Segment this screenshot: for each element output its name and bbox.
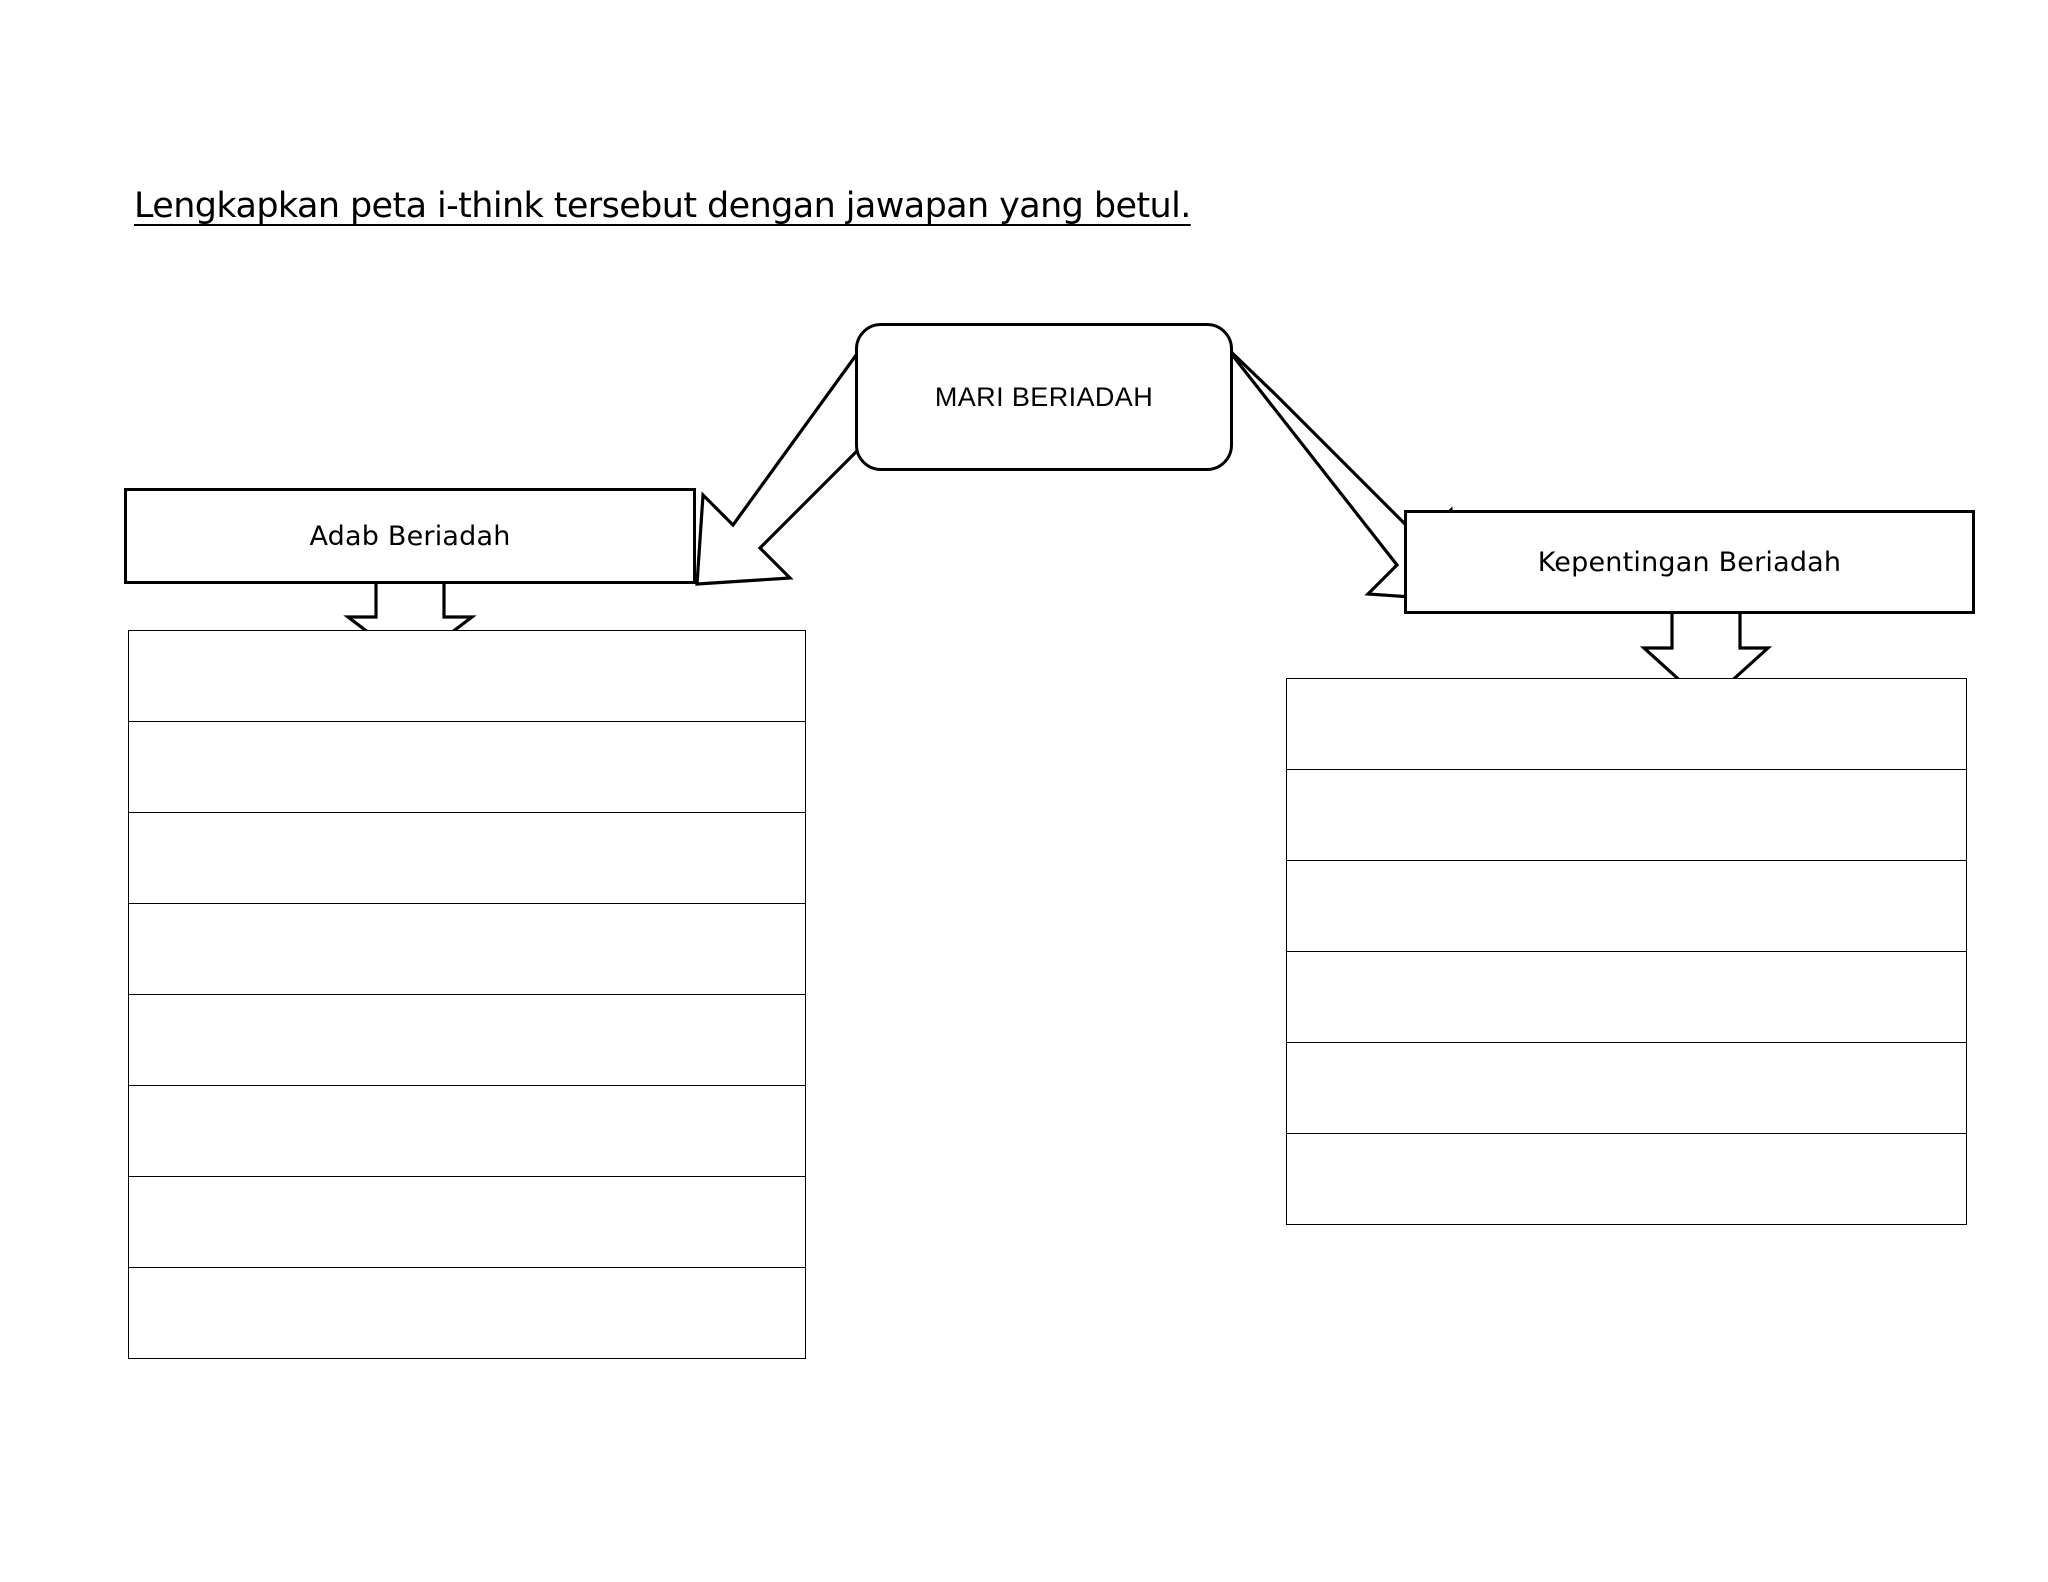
table-row [128,1176,806,1268]
answer-cell[interactable] [128,1085,806,1177]
central-node-mari-beriadah[interactable]: MARI BERIADAH [855,323,1233,471]
branch-node-label-left: Adab Beriadah [309,520,511,552]
instruction-text: Lengkapkan peta i-think tersebut dengan … [134,186,1191,226]
answer-table-body-right [1286,678,1967,1225]
table-row [1286,769,1967,861]
branch-node-label-right: Kepentingan Beriadah [1537,546,1842,578]
answer-cell[interactable] [1286,1042,1967,1134]
answer-cell[interactable] [128,812,806,904]
table-row [1286,951,1967,1043]
branch-node-kepentingan-beriadah[interactable]: Kepentingan Beriadah [1404,510,1975,614]
answer-cell[interactable] [128,1267,806,1359]
answer-cell[interactable] [1286,678,1967,770]
table-row [1286,678,1967,770]
answer-cell[interactable] [128,994,806,1086]
answer-cell[interactable] [128,903,806,995]
table-row [128,630,806,722]
table-row [128,994,806,1086]
table-row [1286,1042,1967,1134]
answer-cell[interactable] [1286,1133,1967,1225]
table-row [1286,1133,1967,1225]
answer-cell[interactable] [128,630,806,722]
answer-table-kepentingan-beriadah [1286,678,1967,1225]
table-row [1286,860,1967,952]
central-node-label: MARI BERIADAH [934,381,1154,412]
answer-cell[interactable] [128,721,806,813]
answer-table-body-left [128,630,806,1359]
answer-cell[interactable] [128,1176,806,1268]
answer-cell[interactable] [1286,860,1967,952]
table-row [128,812,806,904]
answer-cell[interactable] [1286,951,1967,1043]
branch-node-adab-beriadah[interactable]: Adab Beriadah [124,488,696,584]
table-row [128,721,806,813]
table-row [128,1267,806,1359]
answer-table-adab-beriadah [128,630,806,1359]
table-row [128,903,806,995]
table-row [128,1085,806,1177]
answer-cell[interactable] [1286,769,1967,861]
